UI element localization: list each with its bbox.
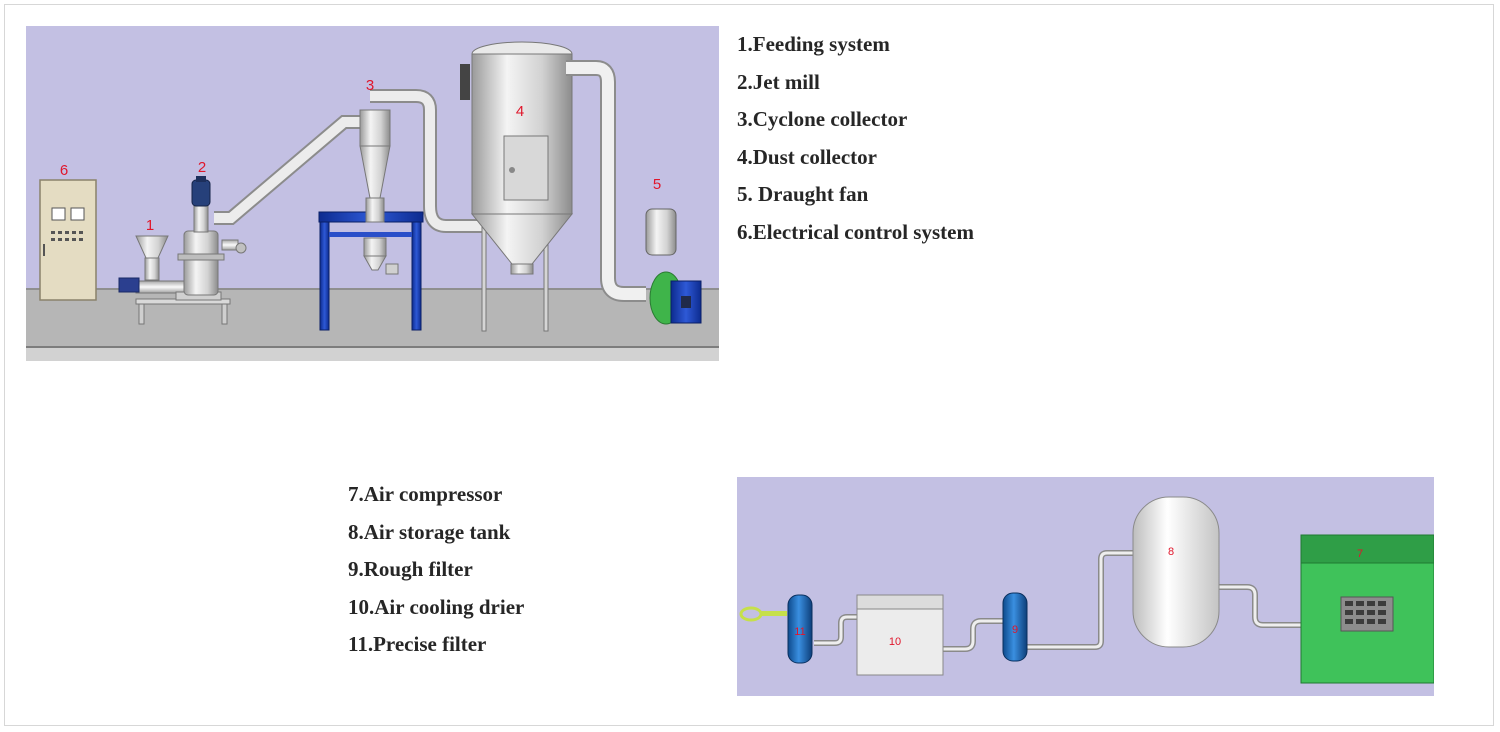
jet-mill (175, 176, 247, 301)
electrical-control-cabinet (39, 179, 97, 301)
marker-8: 8 (1168, 546, 1174, 558)
floor-edge (26, 346, 719, 361)
air-outlet (739, 606, 787, 622)
legend-item-dust-collector: 4.Dust collector (737, 144, 877, 169)
air-supply-diagram: 11 10 9 8 7 (737, 477, 1434, 696)
legend-item-feeding-system: 1.Feeding system (737, 32, 890, 56)
legend-item-draught-fan: 5. Draught fan (737, 182, 869, 206)
marker-10: 10 (889, 636, 901, 648)
marker-2: 2 (198, 159, 206, 176)
marker-11: 11 (794, 626, 805, 638)
legend-grinding-line: 1.Feeding system 2.Jet mill 3.Cyclone co… (737, 29, 974, 254)
rough-filter (1002, 592, 1028, 662)
air-cooling-drier (856, 594, 944, 676)
legend-item-air-cooling-drier: 10.Air cooling drier (348, 594, 525, 619)
legend-item-jet-mill: 2.Jet mill (737, 69, 820, 94)
marker-4: 4 (516, 103, 524, 120)
air-storage-tank (1132, 496, 1220, 648)
legend-item-air-storage-tank: 8.Air storage tank (348, 519, 511, 544)
marker-6: 6 (60, 162, 68, 179)
marker-9: 9 (1012, 624, 1018, 636)
air-compressor (1300, 534, 1434, 684)
cyclone-collector (359, 89, 437, 275)
grinding-line-diagram: 6 1 2 3 (26, 26, 719, 361)
marker-1: 1 (146, 217, 154, 234)
legend-air-supply: 7.Air compressor 8.Air storage tank 9.Ro… (348, 479, 524, 667)
legend-item-precise-filter: 11.Precise filter (348, 632, 487, 656)
legend-item-electrical-control-system: 6.Electrical control system (737, 219, 974, 244)
legend-item-cyclone-collector: 3.Cyclone collector (737, 107, 908, 131)
marker-3: 3 (366, 77, 374, 94)
page-frame (4, 4, 1494, 726)
marker-7: 7 (1357, 548, 1363, 560)
legend-item-air-compressor: 7.Air compressor (348, 482, 503, 506)
feeding-system (118, 235, 231, 325)
legend-item-rough-filter: 9.Rough filter (348, 557, 473, 581)
precise-filter (787, 594, 813, 664)
draught-fan (645, 208, 702, 325)
dust-collector (460, 41, 574, 332)
marker-5: 5 (653, 176, 661, 193)
